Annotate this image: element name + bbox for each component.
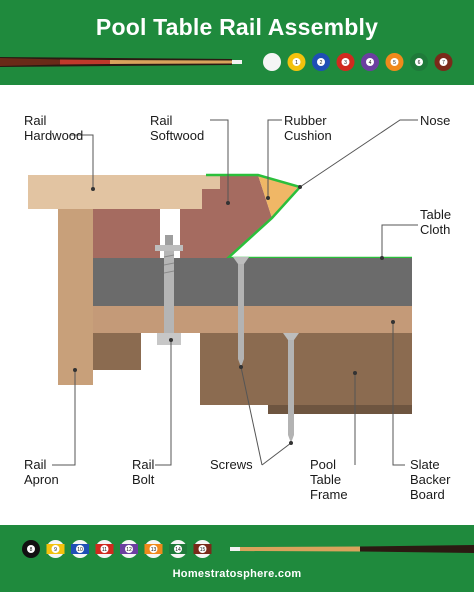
label-rail-bolt: Rail Bolt [132, 457, 155, 487]
rail-hardwood-cap [202, 175, 220, 189]
top-ball-4: 4 [361, 53, 379, 71]
cue-stick-top [0, 57, 242, 67]
rail-cross-section [28, 119, 418, 466]
bottom-ball-15: 15 [193, 540, 212, 558]
top-ball-3: 3 [336, 53, 355, 71]
bottom-ball-number: 9 [54, 547, 57, 553]
slate-part [93, 258, 412, 306]
bottom-ball-10: 10 [71, 540, 89, 558]
label-rubber-cushion: Rubber Cushion [284, 113, 332, 143]
footer-site-name: Homestratosphere.com [172, 568, 302, 580]
label-rail-hardwood: Rail Hardwood [24, 113, 84, 143]
top-ball-number: 3 [344, 60, 347, 66]
label-slate-backer-board: Slate Backer Board [410, 457, 451, 502]
footer-decoration: 8 9 10 11 12 13 14 15 [22, 540, 474, 558]
top-ball-number: 5 [393, 60, 396, 66]
bottom-ball-8: 8 [22, 540, 40, 558]
label-screws: Screws [210, 457, 253, 472]
bottom-ball-number: 13 [151, 547, 157, 553]
screw-1 [233, 257, 249, 367]
footer-banner: 8 9 10 11 12 13 14 15 Homestratosphere.com [0, 525, 474, 592]
bottom-ball-13: 13 [144, 540, 163, 558]
label-pool-table-frame: Pool Table Frame [310, 457, 348, 502]
header-banner: Pool Table Rail Assembly 1 2 3 4 5 6 7 [0, 0, 474, 85]
top-ball-cue [263, 53, 281, 71]
billiard-balls-bottom: 8 9 10 11 12 13 14 15 [22, 540, 212, 558]
rail-softwood-part [93, 209, 160, 258]
page-title: Pool Table Rail Assembly [95, 14, 379, 40]
bottom-ball-number: 12 [126, 547, 132, 553]
bottom-ball-number: 11 [102, 547, 107, 553]
top-ball-number: 7 [442, 60, 445, 66]
top-ball-5: 5 [385, 53, 404, 71]
screw-2 [283, 333, 299, 443]
leader-dots [73, 185, 395, 445]
top-ball-6: 6 [410, 53, 428, 71]
leader-lines [52, 119, 418, 466]
bottom-ball-11: 11 [95, 540, 114, 558]
bottom-ball-number: 8 [30, 547, 33, 553]
bottom-ball-12: 12 [120, 540, 138, 558]
bottom-ball-number: 10 [77, 547, 83, 553]
top-ball-number: 1 [295, 60, 298, 66]
bottom-ball-number: 15 [200, 547, 206, 553]
pool-table-frame-bottom [268, 405, 412, 414]
pool-table-frame-part [200, 333, 412, 405]
top-ball-number: 4 [369, 60, 372, 66]
top-ball-2: 2 [312, 53, 330, 71]
bottom-ball-number: 14 [175, 547, 181, 553]
label-rail-apron: Rail Apron [24, 457, 59, 487]
slate-backer-board-part [93, 306, 412, 333]
rail-apron-part [58, 200, 93, 385]
bottom-ball-14: 14 [169, 540, 187, 558]
label-table-cloth: Table Cloth [420, 207, 452, 237]
billiard-balls-top: 1 2 3 4 5 6 7 [263, 53, 453, 71]
label-rail-softwood: Rail Softwood [150, 113, 205, 143]
top-ball-number: 2 [320, 60, 323, 66]
top-ball-1: 1 [287, 53, 306, 71]
cue-stick-bottom [230, 545, 474, 553]
top-ball-number: 6 [418, 60, 421, 66]
rail-diagram: Rail Hardwood Rail Softwood Rubber Cushi… [0, 85, 474, 525]
rail-bolt-part [155, 235, 183, 345]
rail-hardwood-part [28, 175, 202, 209]
top-ball-7: 7 [434, 53, 453, 71]
header-decoration: 1 2 3 4 5 6 7 [0, 53, 453, 71]
bottom-ball-9: 9 [46, 540, 65, 558]
frame-block-left [93, 332, 141, 370]
label-nose: Nose [420, 113, 451, 128]
